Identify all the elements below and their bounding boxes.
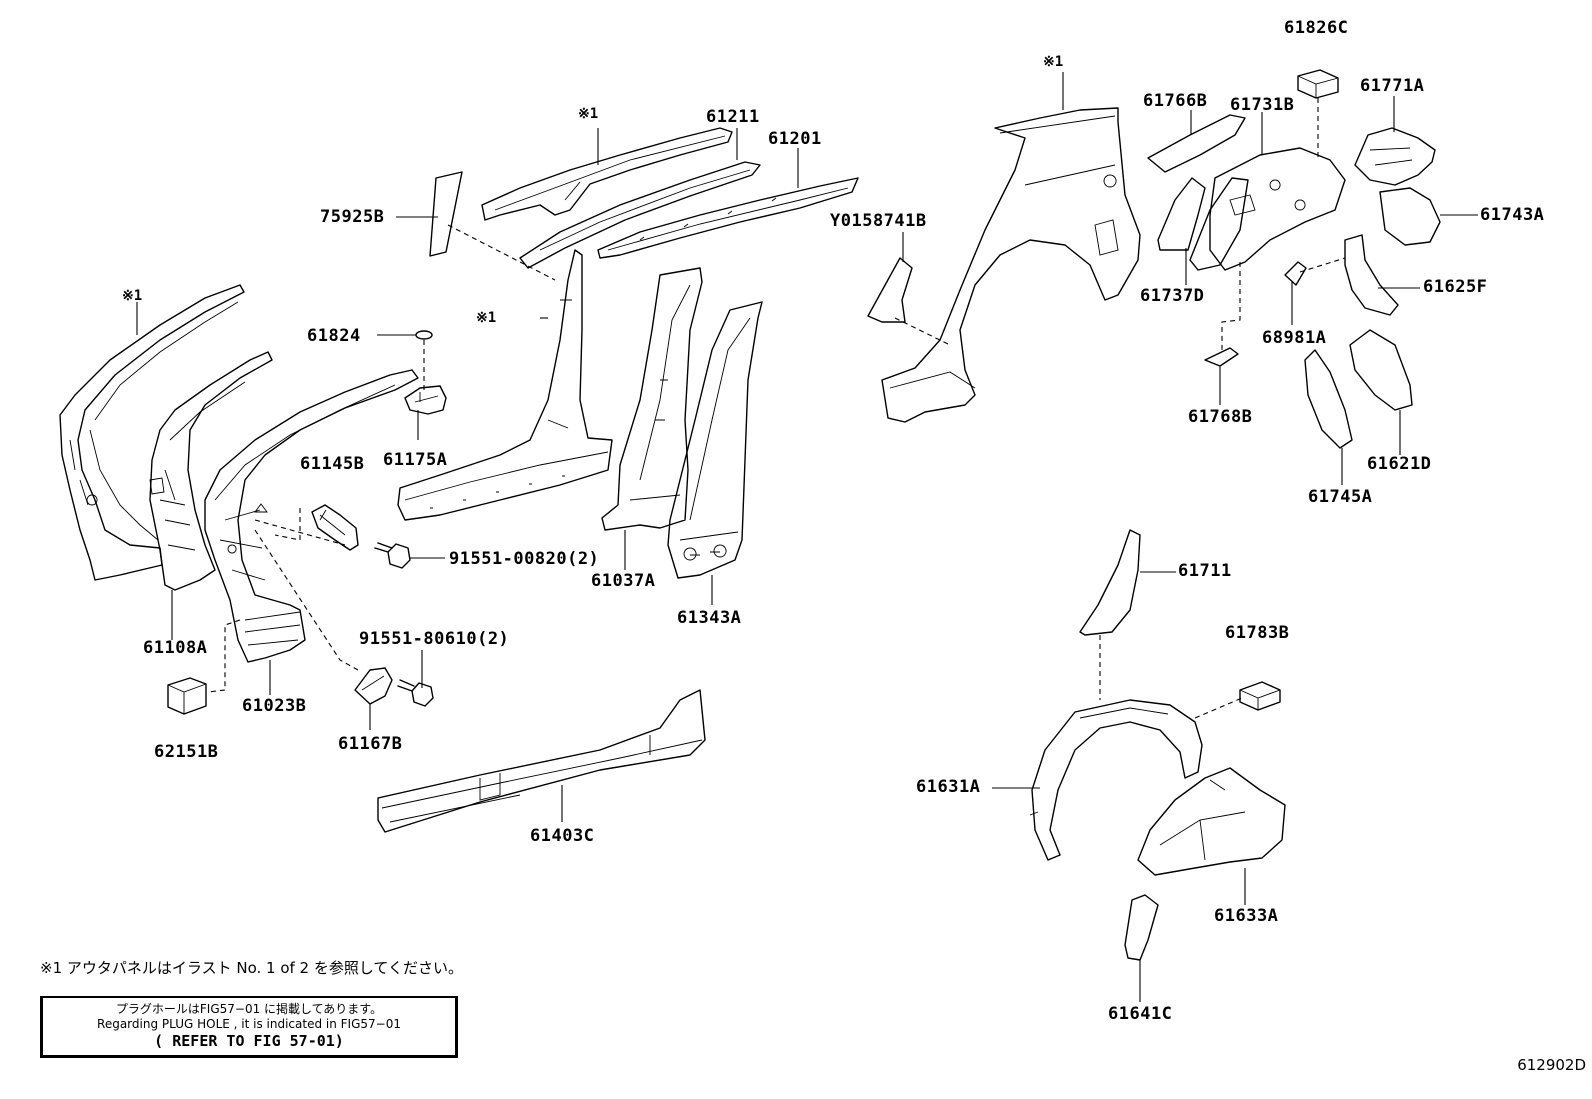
dashed-connector-lines: [207, 98, 1346, 719]
bracket-61768B-part: [1204, 347, 1239, 367]
panel-61737D-part: [1157, 177, 1249, 271]
label-61743A: 61743A: [1480, 205, 1545, 225]
block-62151B-part: [167, 677, 207, 715]
bracket-61145B-part: [311, 504, 359, 551]
note-line-japanese: プラグホールはFIG57−01 に掲載してあります。: [115, 1002, 383, 1016]
outer-panel-mark-roof: ※1: [578, 106, 599, 122]
label-61403C: 61403C: [530, 826, 595, 846]
roof-rail-61211-part: [481, 127, 733, 221]
label-61771A: 61771A: [1360, 76, 1425, 96]
front-pillar-outer-part: [59, 284, 245, 581]
outer-panel-footnote: ※1 アウタパネルはイラスト No. 1 of 2 を参照してください。: [40, 959, 463, 977]
label-61625F: 61625F: [1423, 277, 1488, 297]
label-61711: 61711: [1178, 561, 1232, 581]
label-61641C: 61641C: [1108, 1004, 1173, 1024]
note-line-english: Regarding PLUG HOLE , it is indicated in…: [97, 1017, 401, 1031]
label-61211: 61211: [706, 107, 760, 127]
label-61783B: 61783B: [1225, 623, 1290, 643]
center-pillar-reinforcement-part: [601, 267, 703, 531]
bolt-91551-80610-part: [397, 679, 434, 707]
label-61631A: 61631A: [916, 777, 981, 797]
bracket-61167B-part: [354, 667, 393, 705]
outer-panel-mark-right: ※1: [1043, 54, 1064, 70]
bolt-91551-00820-part: [374, 542, 411, 569]
plug-61824-part: [415, 330, 433, 340]
bracket-61175A-part: [404, 385, 447, 415]
panel-61621D-part: [1349, 329, 1413, 411]
panel-61625F-part: [1344, 234, 1399, 316]
front-pillar-reinforcement-part: [204, 369, 419, 663]
roof-rail-inner-part: [519, 161, 761, 269]
wheelhouse-outer-61631A-part: [1029, 699, 1203, 861]
label-61023B: 61023B: [242, 696, 307, 716]
front-pillar-inner-part: [149, 351, 273, 591]
label-61768B: 61768B: [1188, 407, 1253, 427]
outer-panel-mark-center: ※1: [476, 310, 497, 326]
figure-id: 612902D: [1517, 1056, 1586, 1074]
panel-61711-part: [1079, 529, 1141, 636]
label-91551-80610: 91551-80610(2): [359, 629, 510, 649]
roof-rail-61201-part: [597, 177, 859, 259]
label-91551-00820: 91551-00820(2): [449, 549, 600, 569]
label-61201: 61201: [768, 129, 822, 149]
strip-75925B-part: [429, 171, 463, 257]
label-61343A: 61343A: [677, 608, 742, 628]
center-pillar-outer-part: [397, 249, 613, 521]
bracket-68981A-part: [1284, 261, 1307, 286]
label-Y0158741B: Y0158741B: [830, 211, 927, 231]
panel-61771A-part: [1354, 127, 1436, 186]
strip-Y0158741B-part: [867, 257, 913, 323]
panel-61743A-part: [1379, 187, 1441, 246]
label-61824: 61824: [307, 326, 361, 346]
label-61731B: 61731B: [1230, 95, 1295, 115]
label-61037A: 61037A: [591, 571, 656, 591]
label-61633A: 61633A: [1214, 906, 1279, 926]
label-61766B: 61766B: [1143, 91, 1208, 111]
label-61826C: 61826C: [1284, 18, 1349, 38]
wheelhouse-inner-61633A-part: [1137, 767, 1286, 876]
bracket-61641C-part: [1124, 894, 1159, 961]
label-68981A: 68981A: [1262, 328, 1327, 348]
leader-lines: [136, 72, 1478, 1002]
label-61745A: 61745A: [1308, 487, 1373, 507]
quarter-panel-outer-part: [881, 107, 1141, 423]
panel-61745A-part: [1304, 349, 1353, 449]
label-61108A: 61108A: [143, 638, 208, 658]
outer-panel-mark-front: ※1: [122, 288, 143, 304]
center-pillar-inner-part: [667, 301, 763, 579]
rocker-61403C-part: [377, 689, 706, 833]
plug-hole-note-box: プラグホールはFIG57−01 に掲載してあります。 Regarding PLU…: [40, 996, 458, 1058]
label-61167B: 61167B: [338, 734, 403, 754]
block-61826C-part: [1297, 69, 1339, 99]
panel-61731B-part: [1209, 147, 1346, 271]
label-75925B: 75925B: [320, 207, 385, 227]
label-62151B: 62151B: [154, 742, 219, 762]
block-61783B-part: [1239, 681, 1281, 711]
label-61175A: 61175A: [383, 450, 448, 470]
panel-61766B-part: [1147, 114, 1246, 173]
label-61737D: 61737D: [1140, 286, 1205, 306]
note-line-refer: ( REFER TO FIG 57-01): [154, 1032, 344, 1050]
label-61145B: 61145B: [300, 454, 365, 474]
label-61621D: 61621D: [1367, 454, 1432, 474]
